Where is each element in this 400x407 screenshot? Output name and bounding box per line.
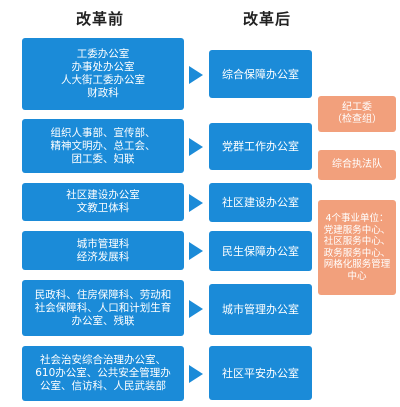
before-text-1: 工委办公室 办事处办公室 人大街工委办公室 财政科 [61, 48, 145, 99]
before-text-3: 社区建设办公室 文教卫体科 [66, 189, 140, 214]
side-unit-discipline-text: 纪工委 （检查组） [332, 102, 382, 125]
after-text-4: 民生保障办公室 [222, 244, 299, 258]
after-box-4: 民生保障办公室 [209, 231, 312, 271]
before-text-5: 民政科、住房保障科、劳动和 社会保障科、人口和计划生育 办公室、残联 [34, 288, 172, 327]
after-text-6: 社区平安办公室 [222, 366, 299, 380]
before-box-3: 社区建设办公室 文教卫体科 [22, 183, 184, 221]
after-box-6: 社区平安办公室 [209, 346, 312, 400]
after-box-3: 社区建设办公室 [209, 183, 312, 222]
before-text-4: 城市管理科 经济发展科 [76, 237, 130, 263]
after-box-1: 综合保障办公室 [209, 50, 312, 98]
side-unit-public-institutions-text: 4个事业单位： 党建服务中心、 社区服务中心、 政务服务中心、 网格化服务管理 … [323, 213, 391, 282]
before-box-5: 民政科、住房保障科、劳动和 社会保障科、人口和计划生育 办公室、残联 [22, 280, 184, 336]
side-unit-enforcement: 综合执法队 [318, 150, 396, 180]
before-reform-header: 改革前 [75, 10, 124, 28]
after-reform-header: 改革后 [242, 10, 291, 28]
arrow-right-icon [189, 66, 203, 84]
arrow-right-icon [189, 300, 203, 318]
arrow-right-icon [189, 194, 203, 212]
side-unit-discipline: 纪工委 （检查组） [318, 96, 396, 132]
before-box-6: 社会治安综合治理办公室、 610办公室、公共安全管理办 公室、信访科、人民武装部 [22, 346, 184, 401]
after-box-5: 城市管理办公室 [209, 284, 312, 335]
arrow-right-icon [189, 138, 203, 156]
before-box-4: 城市管理科 经济发展科 [22, 231, 184, 270]
before-box-1: 工委办公室 办事处办公室 人大街工委办公室 财政科 [22, 38, 184, 110]
side-unit-public-institutions: 4个事业单位： 党建服务中心、 社区服务中心、 政务服务中心、 网格化服务管理 … [318, 200, 396, 295]
before-box-2: 组织人事部、宣传部、 精神文明办、总工会、 团工委、妇联 [22, 119, 184, 173]
before-text-2: 组织人事部、宣传部、 精神文明办、总工会、 团工委、妇联 [50, 126, 156, 165]
after-text-1: 综合保障办公室 [222, 67, 299, 81]
side-unit-enforcement-text: 综合执法队 [332, 159, 382, 170]
after-box-2: 党群工作办公室 [209, 123, 312, 170]
after-text-2: 党群工作办公室 [222, 140, 299, 153]
after-text-3: 社区建设办公室 [222, 196, 299, 209]
after-text-5: 城市管理办公室 [222, 303, 299, 316]
arrow-right-icon [189, 242, 203, 260]
arrow-right-icon [189, 365, 203, 383]
before-text-6: 社会治安综合治理办公室、 610办公室、公共安全管理办 公室、信访科、人民武装部 [35, 354, 171, 392]
